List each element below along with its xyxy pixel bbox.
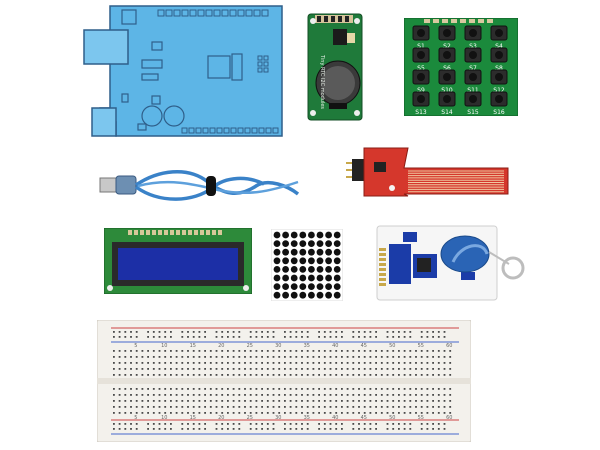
lcd-1602-display [104, 228, 252, 294]
breadboard-column-number: 15 [190, 415, 196, 421]
breadboard-column-number: 60 [446, 343, 452, 349]
breadboard-column-number: 30 [275, 343, 281, 349]
keypad-key-label: S6 [443, 65, 451, 72]
breadboard-column-number: 55 [418, 415, 424, 421]
breadboard-column-number: 15 [190, 343, 196, 349]
breadboard-column-number: 50 [389, 343, 395, 349]
breadboard-column-number: 50 [389, 415, 395, 421]
keypad-key-label: S16 [493, 109, 505, 116]
keypad-key-label: S13 [415, 109, 427, 116]
breadboard-column-number: 40 [332, 343, 338, 349]
keypad-key-label: S5 [417, 65, 425, 72]
usb-cable [98, 156, 308, 212]
keypad-key-label: S14 [441, 109, 453, 116]
breadboard-column-number: 45 [361, 343, 367, 349]
breadboard-column-number: 55 [418, 343, 424, 349]
rfid-reader-module [373, 224, 531, 304]
breadboard-column-number: 60 [446, 415, 452, 421]
breadboard-column-number: 45 [361, 415, 367, 421]
water-level-sensor [346, 144, 512, 200]
breadboard-column-number: 25 [247, 343, 253, 349]
breadboard-column-number: 5 [134, 343, 137, 349]
breadboard: 5 10 15 20 25 30 35 40 45 50 55 60 5 10 15 20 25 30 35 40 4… [97, 320, 471, 442]
breadboard-column-number: 25 [247, 415, 253, 421]
keypad-key-label: S8 [495, 65, 503, 72]
breadboard-column-number: 30 [275, 415, 281, 421]
breadboard-column-number: 35 [304, 415, 310, 421]
keypad-key-label: S9 [417, 87, 425, 94]
keypad-key-label: S2 [443, 43, 451, 50]
breadboard-column-number: 20 [218, 415, 224, 421]
breadboard-column-number: 20 [218, 343, 224, 349]
breadboard-column-number: 40 [332, 415, 338, 421]
breadboard-column-number: 10 [161, 415, 167, 421]
keypad-key-label: S4 [495, 43, 503, 50]
keypad-key-label: S15 [467, 109, 479, 116]
breadboard-column-number: 10 [161, 343, 167, 349]
led-dot-matrix-8x8 [271, 229, 343, 301]
rtc-clock-module: Tiny RTC I2C modules [307, 13, 363, 121]
keypad-key-label: S11 [467, 87, 479, 94]
arduino-board [82, 4, 292, 138]
keypad-key-label: S10 [441, 87, 453, 94]
breadboard-column-number: 5 [134, 415, 137, 421]
keypad-key-label: S3 [469, 43, 477, 50]
rtc-module-label: Tiny RTC I2C modules [319, 54, 325, 109]
breadboard-column-number: 35 [304, 343, 310, 349]
keypad-key-label: S1 [417, 43, 425, 50]
keypad-key-label: S7 [469, 65, 477, 72]
keypad-key-label: S12 [493, 87, 505, 94]
